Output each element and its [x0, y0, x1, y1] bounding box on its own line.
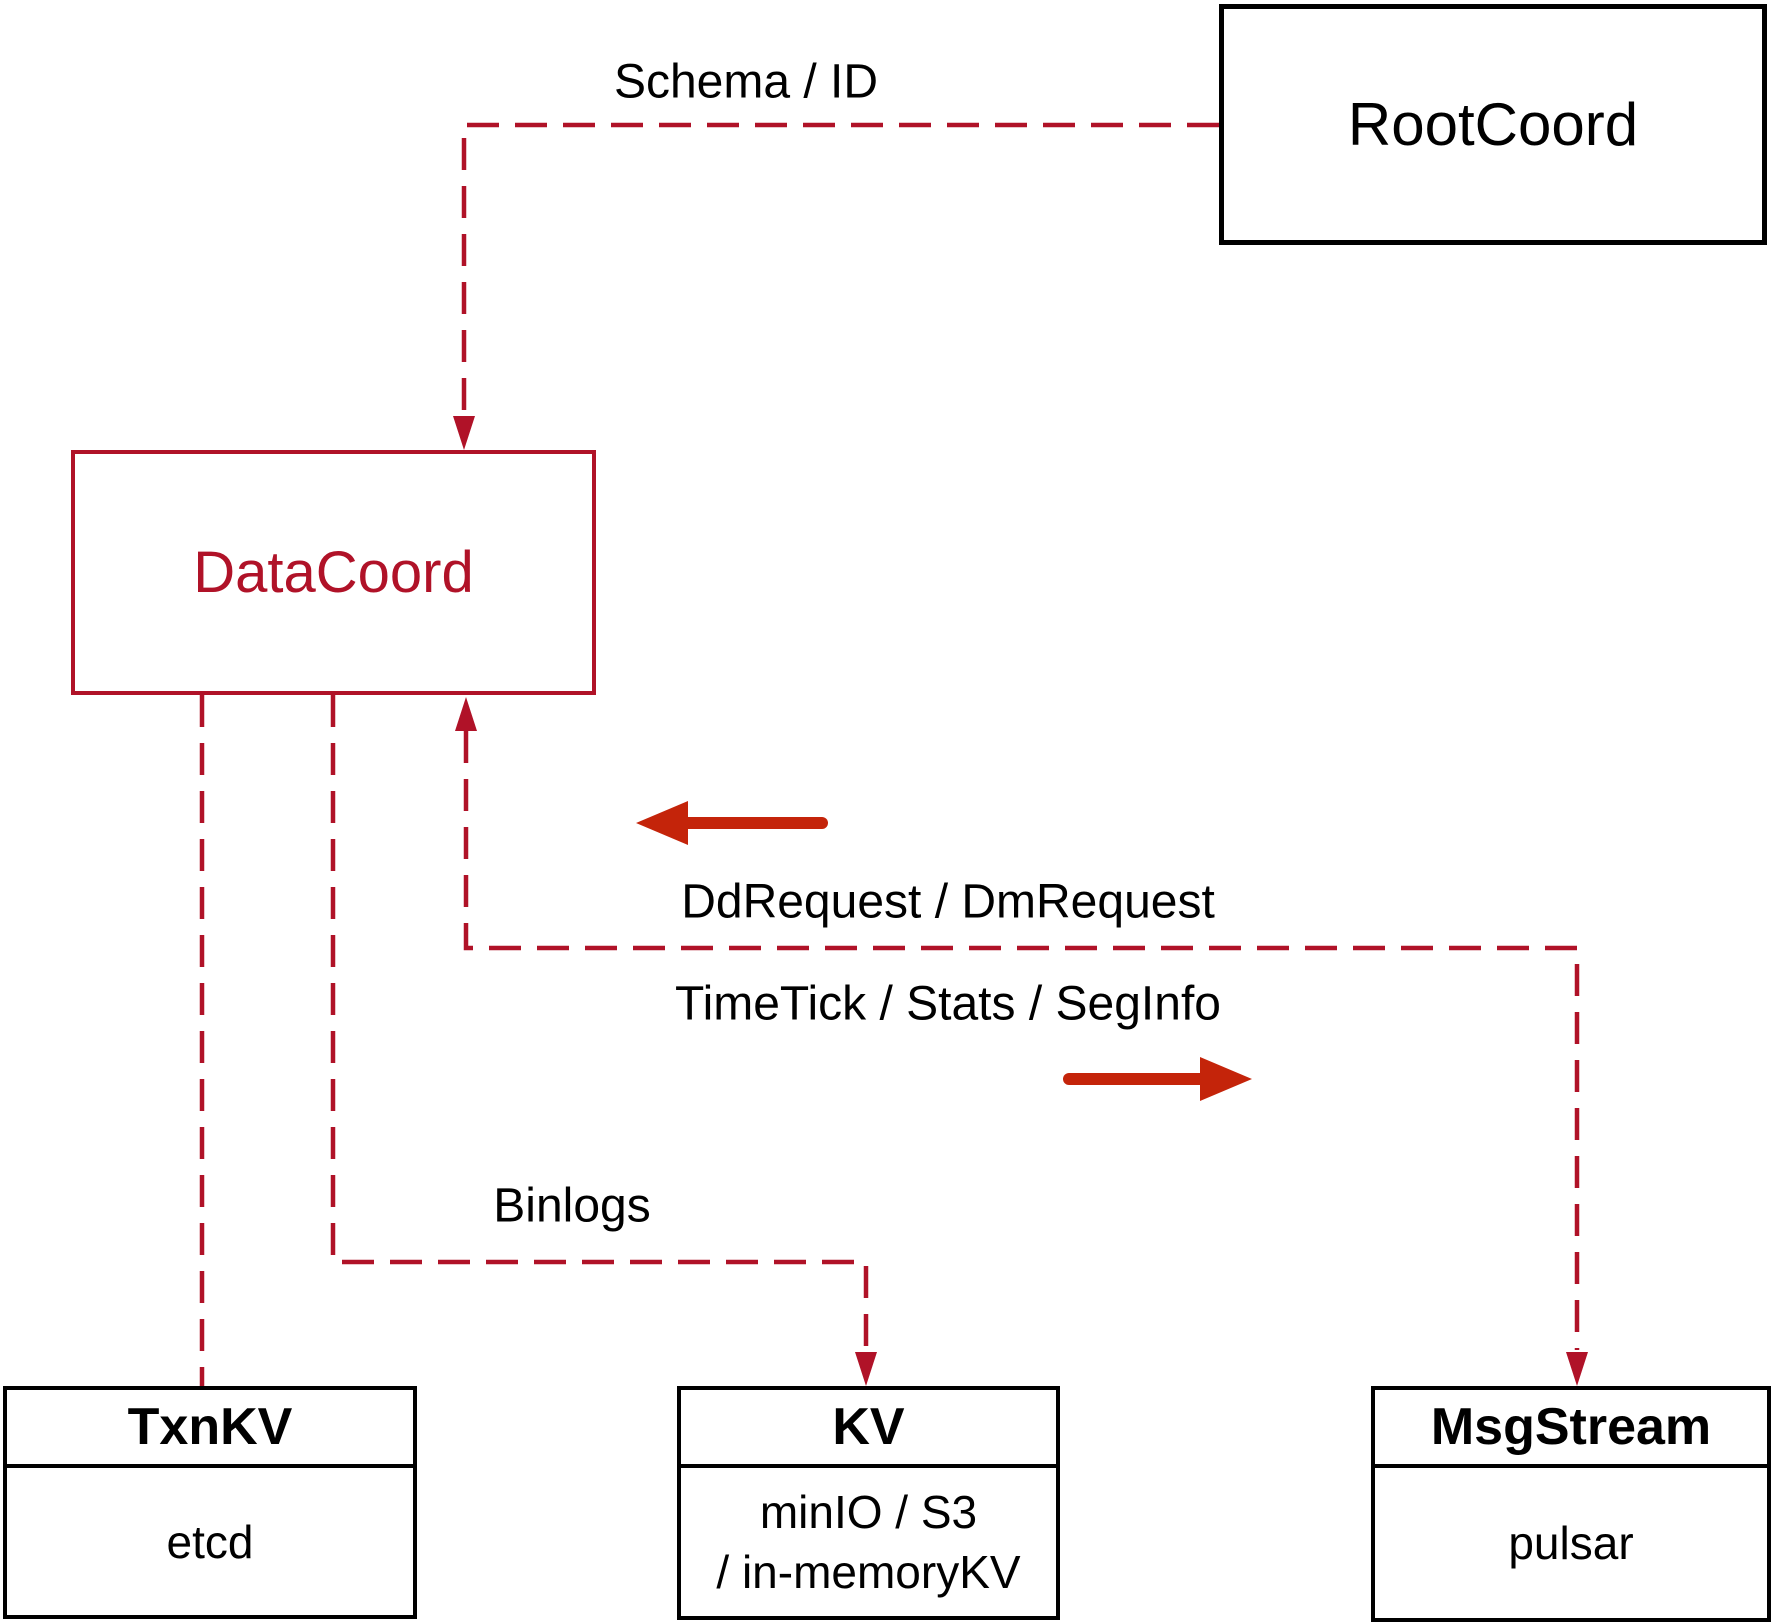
node-datacoord: DataCoord — [71, 450, 596, 695]
arrowhead-up-datacoord-bottom-icon — [455, 697, 477, 731]
node-txnkv-body: etcd — [7, 1468, 413, 1615]
node-kv-body-line2: / in-memoryKV — [716, 1546, 1021, 1598]
node-datacoord-label: DataCoord — [193, 540, 474, 605]
edge-binlogs-line — [330, 695, 869, 1350]
edge-datacoord-msgstream-line — [463, 731, 1580, 1350]
direction-arrow-right-head — [1200, 1057, 1252, 1101]
arrowhead-down-datacoord-top-icon — [453, 416, 475, 450]
edge-label-ddrequest-dmrequest: DdRequest / DmRequest — [681, 875, 1215, 929]
node-rootcoord-label: RootCoord — [1347, 91, 1639, 158]
edge-label-schema-id: Schema / ID — [613, 55, 879, 109]
node-msgstream: MsgStream pulsar — [1371, 1386, 1771, 1622]
arrowhead-down-kv-top-icon — [855, 1352, 877, 1386]
node-kv-title: KV — [681, 1390, 1056, 1468]
direction-arrow-left-icon — [636, 801, 828, 845]
edge-label-binlogs: Binlogs — [493, 1179, 651, 1233]
node-txnkv-title: TxnKV — [7, 1390, 413, 1468]
node-txnkv: TxnKV etcd — [3, 1386, 417, 1619]
node-kv: KV minIO / S3 / in-memoryKV — [677, 1386, 1060, 1620]
node-msgstream-body-text: pulsar — [1508, 1517, 1634, 1569]
edge-rootcoord-datacoord — [453, 122, 1219, 450]
edge-datacoord-msgstream — [455, 697, 1588, 1386]
node-rootcoord: RootCoord — [1219, 4, 1767, 245]
direction-arrow-left-head — [636, 801, 688, 845]
node-kv-body: minIO / S3 / in-memoryKV — [681, 1468, 1056, 1616]
node-msgstream-body: pulsar — [1375, 1468, 1767, 1618]
direction-arrow-right-icon — [1063, 1057, 1252, 1101]
edge-datacoord-kv-binlogs — [330, 695, 877, 1386]
node-msgstream-title: MsgStream — [1375, 1390, 1767, 1468]
edge-label-timetick-stats-seginfo: TimeTick / Stats / SegInfo — [675, 977, 1221, 1031]
arrowhead-down-msgstream-top-icon — [1566, 1352, 1588, 1386]
edge-rootcoord-datacoord-line — [461, 122, 1219, 414]
node-kv-body-line1: minIO / S3 — [759, 1486, 978, 1538]
node-txnkv-body-text: etcd — [166, 1515, 254, 1568]
